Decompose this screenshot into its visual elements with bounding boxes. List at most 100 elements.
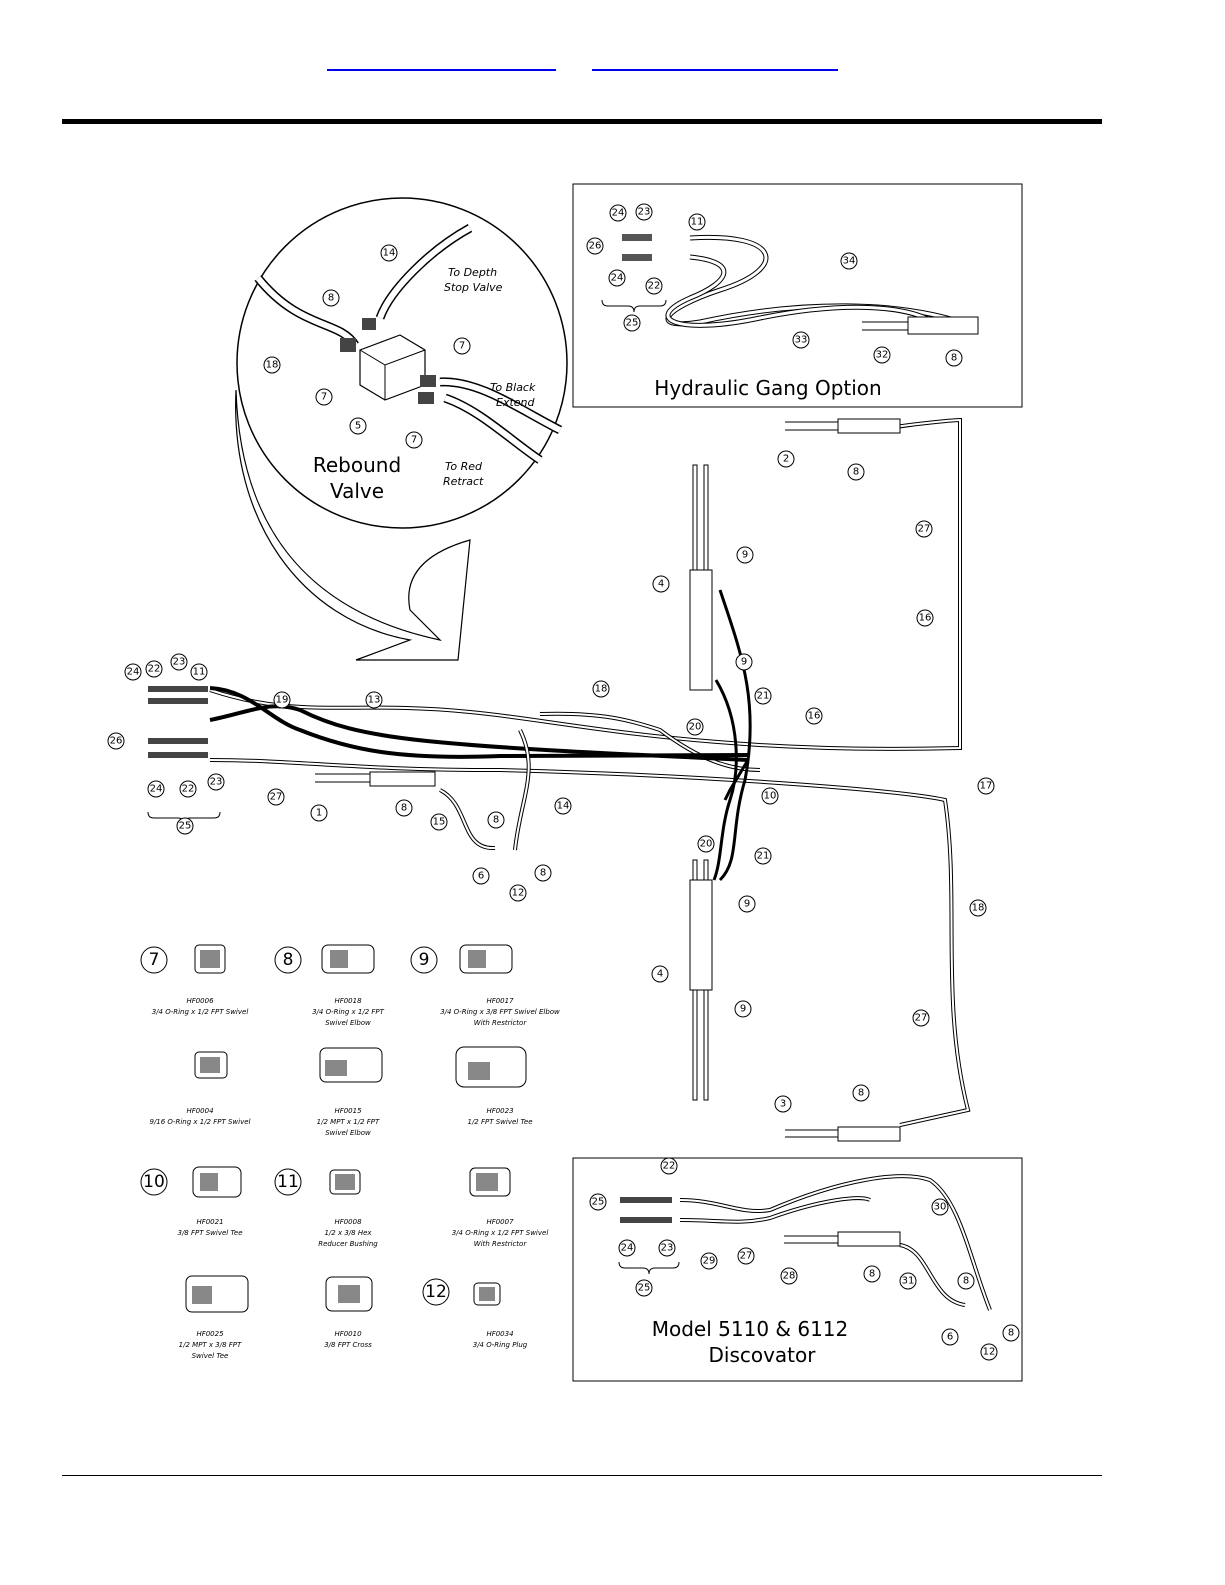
bubble-32: 32 bbox=[873, 346, 891, 364]
svg-text:30: 30 bbox=[934, 1202, 947, 1213]
bubble-9: 9 bbox=[736, 546, 754, 564]
svg-text:7: 7 bbox=[149, 950, 160, 970]
svg-text:With Restrictor: With Restrictor bbox=[474, 1240, 528, 1248]
legend-item-hf0004: HF0004 9/16 O-Ring x 1/2 FPT Swivel bbox=[149, 1051, 251, 1126]
bubble-8: 8 bbox=[322, 289, 340, 307]
svg-text:3: 3 bbox=[780, 1099, 786, 1110]
svg-text:HF0010: HF0010 bbox=[334, 1330, 362, 1338]
svg-text:With Restrictor: With Restrictor bbox=[474, 1019, 528, 1027]
note-red-1: To Red bbox=[445, 460, 483, 473]
svg-text:33: 33 bbox=[795, 335, 808, 346]
bubble-7: 7 bbox=[405, 431, 423, 449]
legend-item-hf0018: 8 HF0018 3/4 O-Ring x 1/2 FPT Swivel Elb… bbox=[274, 944, 385, 1027]
bubble-25: 25 bbox=[589, 1193, 607, 1211]
legend-item-hf0008: 11 HF0008 1/2 x 3/8 Hex Reducer Bushing bbox=[274, 1168, 378, 1248]
rebound-title-line1: Rebound bbox=[313, 453, 401, 477]
svg-text:27: 27 bbox=[270, 792, 283, 803]
bubble-8: 8 bbox=[395, 799, 413, 817]
svg-text:4: 4 bbox=[657, 969, 663, 980]
bubble-10: 10 bbox=[761, 787, 779, 805]
svg-text:15: 15 bbox=[433, 817, 446, 828]
svg-text:34: 34 bbox=[843, 256, 856, 267]
svg-text:20: 20 bbox=[700, 839, 713, 850]
bubble-24: 24 bbox=[608, 269, 626, 287]
legend-item-hf0006: 7 HF0006 3/4 O-Ring x 1/2 FPT Swivel bbox=[140, 944, 249, 1016]
bubble-24: 24 bbox=[147, 780, 165, 798]
svg-text:Swivel Elbow: Swivel Elbow bbox=[325, 1019, 371, 1027]
svg-text:26: 26 bbox=[110, 736, 123, 747]
svg-text:9: 9 bbox=[744, 899, 750, 910]
svg-text:6: 6 bbox=[947, 1332, 953, 1343]
svg-text:26: 26 bbox=[589, 241, 602, 252]
rebound-title-line2: Valve bbox=[330, 479, 384, 503]
svg-text:8: 8 bbox=[951, 353, 957, 364]
bubble-8: 8 bbox=[847, 463, 865, 481]
bubble-1: 1 bbox=[310, 804, 328, 822]
rebound-valve-callout: Rebound Valve To Depth Stop Valve To Bla… bbox=[235, 197, 568, 661]
bubble-6: 6 bbox=[941, 1328, 959, 1346]
svg-text:HF0006: HF0006 bbox=[186, 997, 214, 1005]
bubble-27: 27 bbox=[912, 1009, 930, 1027]
legend-item-hf0017: 9 HF0017 3/4 O-Ring x 3/8 FPT Swivel Elb… bbox=[410, 944, 560, 1027]
svg-text:18: 18 bbox=[266, 360, 279, 371]
bubble-27: 27 bbox=[267, 788, 285, 806]
legend-item-hf0023: HF0023 1/2 FPT Swivel Tee bbox=[455, 1046, 533, 1126]
svg-text:9: 9 bbox=[740, 1004, 746, 1015]
svg-text:24: 24 bbox=[150, 784, 163, 795]
svg-text:8: 8 bbox=[283, 950, 294, 970]
svg-text:23: 23 bbox=[210, 777, 223, 788]
bubble-21: 21 bbox=[754, 687, 772, 705]
svg-text:22: 22 bbox=[648, 281, 661, 292]
legend-item-hf0025: HF0025 1/2 MPT x 3/8 FPT Swivel Tee bbox=[179, 1275, 249, 1360]
svg-text:13: 13 bbox=[368, 695, 381, 706]
bubble-23: 23 bbox=[170, 653, 188, 671]
svg-text:11: 11 bbox=[193, 667, 206, 678]
svg-text:17: 17 bbox=[980, 781, 993, 792]
svg-text:24: 24 bbox=[611, 273, 624, 284]
svg-text:8: 8 bbox=[540, 868, 546, 879]
svg-text:16: 16 bbox=[919, 613, 932, 624]
svg-text:18: 18 bbox=[972, 903, 985, 914]
discovator-title-line1: Model 5110 & 6112 bbox=[652, 1317, 849, 1341]
svg-text:3/4 O-Ring x 3/8 FPT Swivel El: 3/4 O-Ring x 3/8 FPT Swivel Elbow bbox=[440, 1008, 560, 1016]
svg-text:1/2 x 3/8 Hex: 1/2 x 3/8 Hex bbox=[324, 1229, 372, 1237]
discovator-box: Model 5110 & 6112 Discovator 22 25 24 23… bbox=[572, 1157, 1023, 1382]
bubble-23: 23 bbox=[635, 203, 653, 221]
header-link-1[interactable] bbox=[327, 55, 556, 71]
note-black-2: Extend bbox=[496, 396, 536, 409]
legend-item-hf0034: 12 HF0034 3/4 O-Ring Plug bbox=[422, 1278, 528, 1349]
bubble-6: 6 bbox=[472, 867, 490, 885]
svg-text:25: 25 bbox=[638, 1283, 651, 1294]
bubble-23: 23 bbox=[207, 773, 225, 791]
bubble-30: 30 bbox=[931, 1198, 949, 1216]
svg-text:21: 21 bbox=[757, 691, 770, 702]
svg-text:12: 12 bbox=[512, 888, 525, 899]
svg-text:HF0034: HF0034 bbox=[486, 1330, 513, 1338]
bubble-29: 29 bbox=[700, 1252, 718, 1270]
svg-text:Reducer Bushing: Reducer Bushing bbox=[318, 1240, 378, 1248]
svg-text:8: 8 bbox=[963, 1276, 969, 1287]
gang-option-title: Hydraulic Gang Option bbox=[654, 376, 881, 400]
bubble-19: 19 bbox=[273, 691, 291, 709]
svg-text:6: 6 bbox=[478, 871, 484, 882]
svg-text:8: 8 bbox=[869, 1269, 875, 1280]
bubble-16: 16 bbox=[805, 707, 823, 725]
bubble-15: 15 bbox=[430, 813, 448, 831]
svg-text:9: 9 bbox=[419, 950, 430, 970]
parts-legend: 7 HF0006 3/4 O-Ring x 1/2 FPT Swivel 8 H… bbox=[140, 944, 560, 1360]
svg-text:HF0021: HF0021 bbox=[196, 1218, 223, 1226]
bubble-20: 20 bbox=[686, 718, 704, 736]
header-rule bbox=[62, 119, 1102, 124]
main-hose-system bbox=[147, 417, 971, 1142]
note-red-2: Retract bbox=[443, 475, 484, 488]
svg-text:3/4 O-Ring x 1/2 FPT Swivel: 3/4 O-Ring x 1/2 FPT Swivel bbox=[152, 1008, 249, 1016]
header-link-2[interactable] bbox=[592, 55, 838, 71]
svg-text:Swivel Elbow: Swivel Elbow bbox=[325, 1129, 371, 1137]
svg-text:8: 8 bbox=[493, 815, 499, 826]
bubble-8: 8 bbox=[1002, 1324, 1020, 1342]
svg-text:3/4 O-Ring x 1/2 FPT: 3/4 O-Ring x 1/2 FPT bbox=[312, 1008, 385, 1016]
svg-text:1/2 MPT x 3/8 FPT: 1/2 MPT x 3/8 FPT bbox=[179, 1341, 242, 1349]
svg-text:22: 22 bbox=[182, 784, 195, 795]
bubble-27: 27 bbox=[737, 1247, 755, 1265]
svg-text:23: 23 bbox=[638, 207, 651, 218]
